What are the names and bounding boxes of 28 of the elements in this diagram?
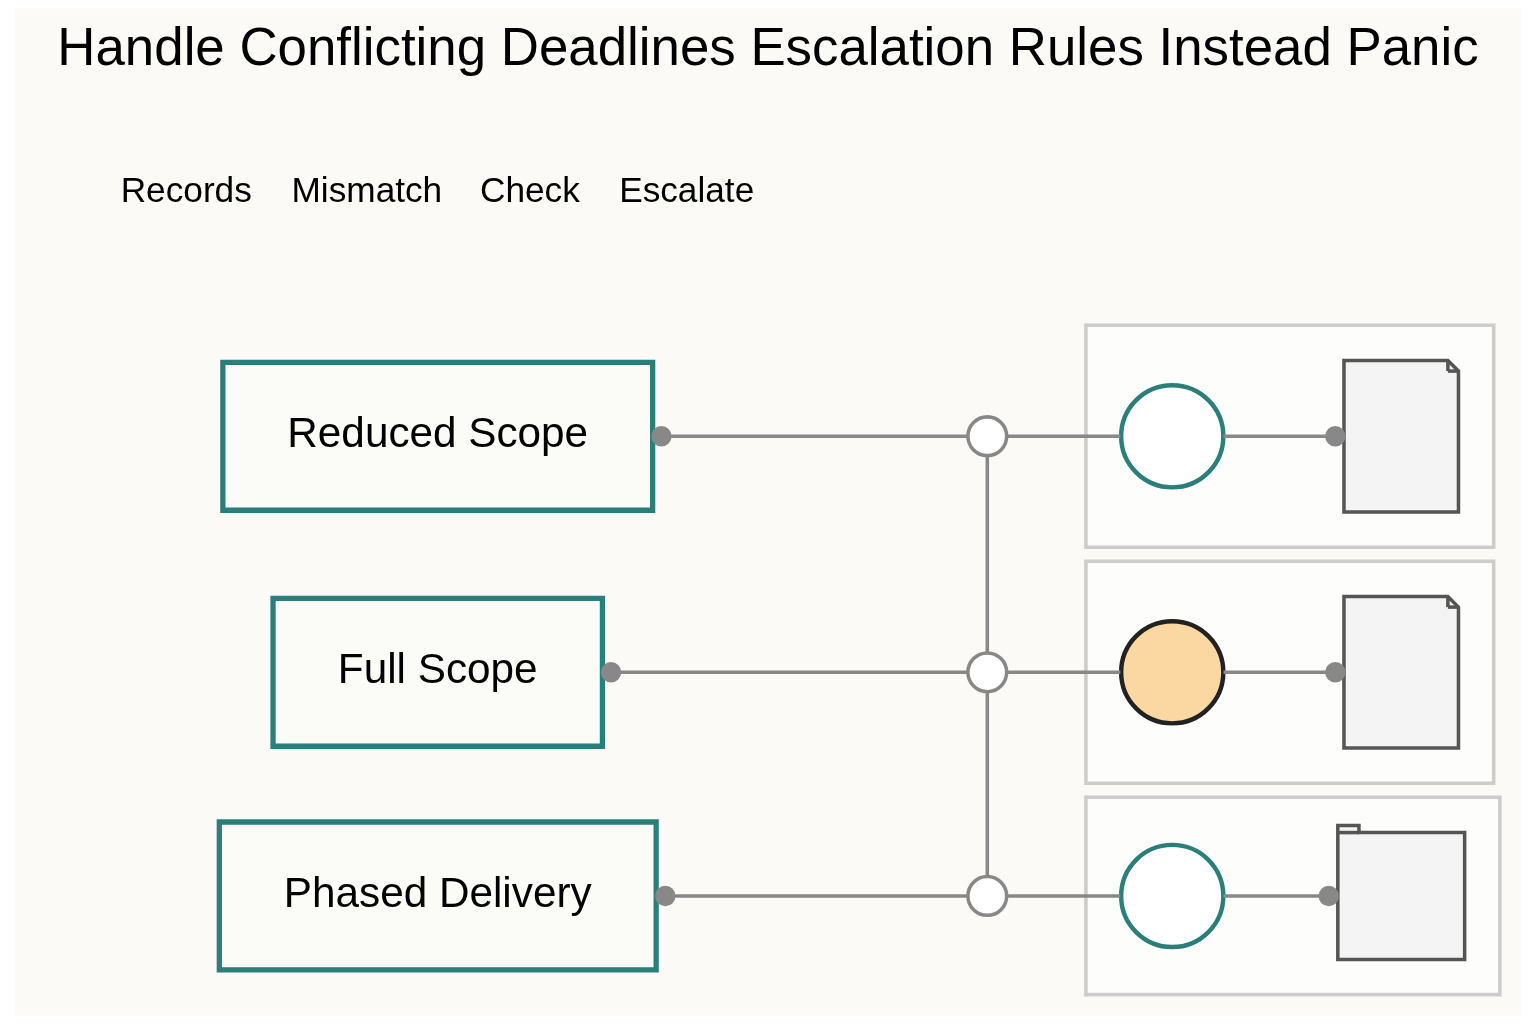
legend-label: Escalate	[619, 169, 755, 209]
connector	[1007, 894, 1121, 898]
node-box: Phased Delivery	[216, 819, 659, 973]
node-circle	[966, 874, 1009, 918]
node-circle	[966, 651, 1009, 694]
connector	[651, 426, 968, 447]
connector	[1223, 885, 1339, 907]
connector	[985, 692, 990, 876]
connector	[1223, 662, 1346, 683]
cluster	[1084, 323, 1496, 549]
legend-label: Mismatch	[291, 169, 443, 209]
diagram-title: Handle Conflicting Deadlines Escalation Rules Instead Panic	[57, 16, 1479, 76]
legend-label: Records	[120, 169, 252, 209]
node-circle	[1118, 383, 1226, 490]
node-box: Full Scope	[270, 595, 606, 749]
connector	[1007, 670, 1121, 675]
cluster	[1084, 559, 1496, 785]
connector	[1223, 426, 1346, 447]
connector	[655, 885, 968, 907]
legend-label: Check	[480, 169, 580, 209]
connector	[985, 455, 990, 653]
node-box: Reduced Scope	[220, 359, 656, 513]
node-circle	[1118, 842, 1226, 950]
connector	[600, 662, 968, 683]
node-circle	[966, 415, 1009, 458]
node-circle	[1118, 619, 1226, 726]
connector	[1007, 434, 1121, 438]
cluster	[1084, 795, 1502, 997]
